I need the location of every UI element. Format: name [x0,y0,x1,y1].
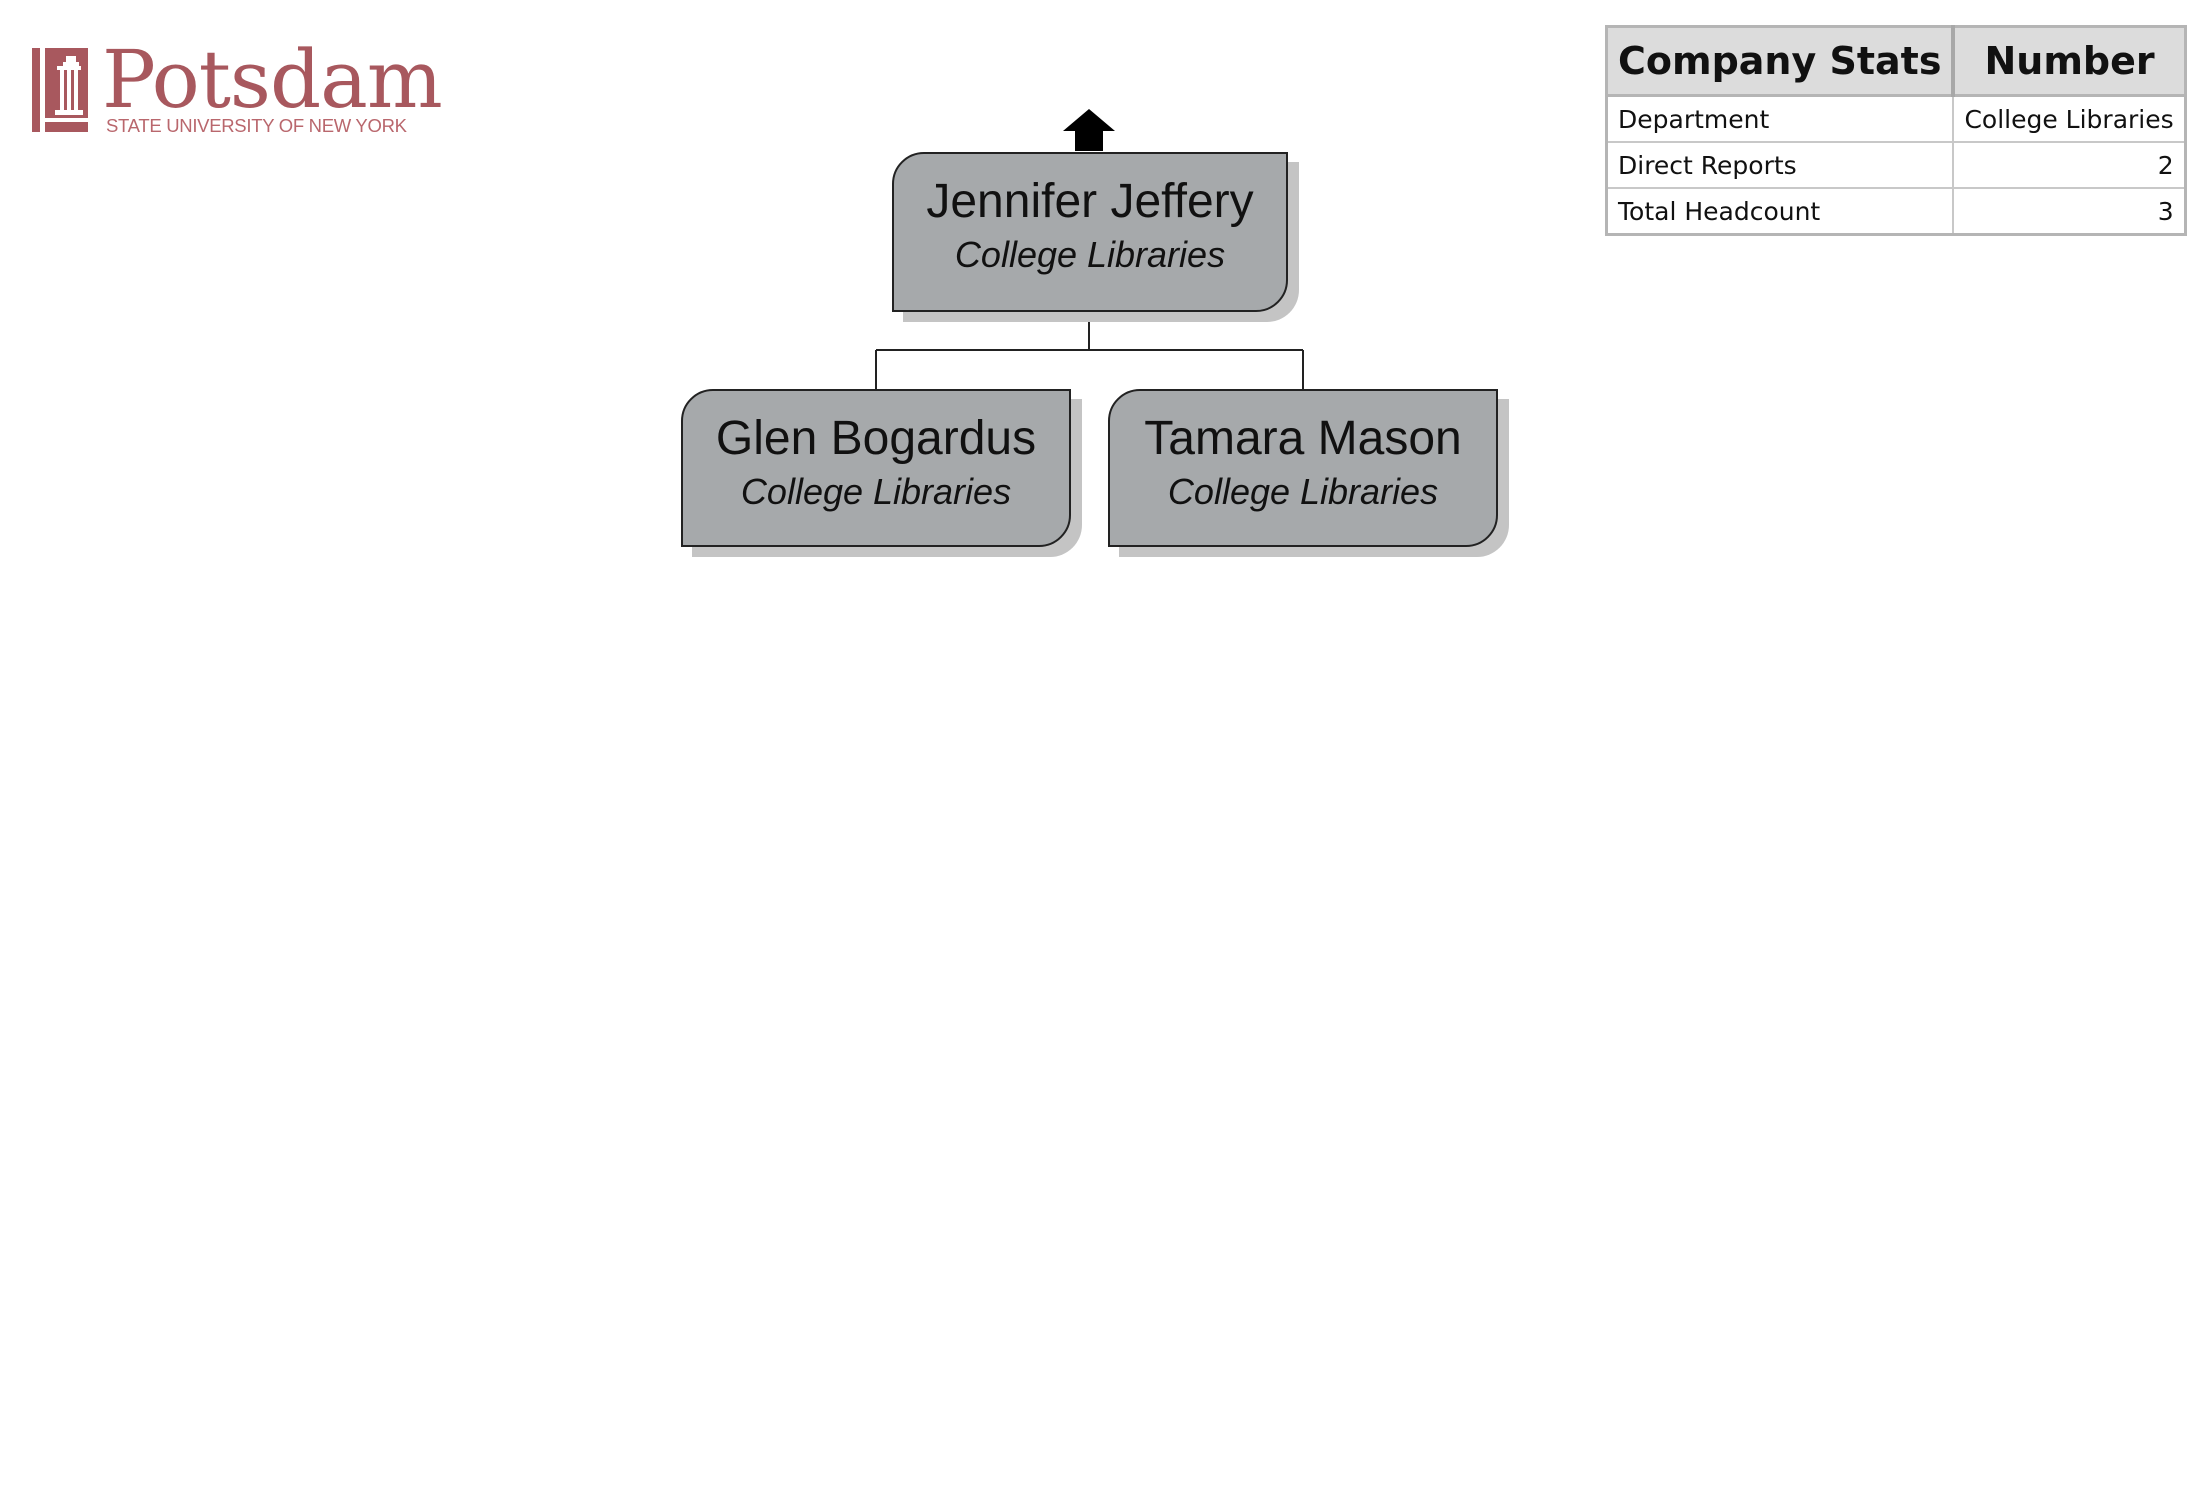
stat-value: College Libraries [1953,94,2186,142]
table-row: Department College Libraries [1606,94,2186,142]
column-header: Company Stats [1606,26,1956,97]
potsdam-logo: Potsdam STATE UNIVERSITY OF NEW YORK [30,40,443,142]
org-node-name: Jennifer Jeffery [926,175,1254,228]
stat-label: Direct Reports [1606,141,1955,188]
org-node-department: College Libraries [740,470,1012,512]
building-emblem-icon [32,48,88,132]
stat-value: 3 [1953,187,2186,235]
stat-label: Total Headcount [1606,187,1955,235]
org-node-department: College Libraries [954,233,1226,275]
org-node-root[interactable]: Jennifer Jeffery College Libraries [892,152,1288,312]
table-row: Total Headcount 3 [1606,187,2186,235]
org-node-child[interactable]: Glen Bogardus College Libraries [681,389,1071,547]
logo-wordmark: Potsdam [102,33,443,126]
column-header: Number [1953,26,2186,97]
org-node-department: College Libraries [1167,470,1439,512]
stat-value: 2 [1953,141,2186,188]
up-arrow-icon[interactable] [1063,109,1115,151]
org-node-child[interactable]: Tamara Mason College Libraries [1108,389,1498,547]
table-row: Direct Reports 2 [1606,141,2186,188]
table-header-row: Company Stats Number [1606,26,2186,97]
company-stats-table: Company Stats Number Department College … [1605,25,2187,236]
stat-label: Department [1606,94,1955,142]
org-node-name: Tamara Mason [1144,412,1462,465]
org-node-name: Glen Bogardus [715,412,1037,465]
logo-subtitle: STATE UNIVERSITY OF NEW YORK [106,115,407,136]
